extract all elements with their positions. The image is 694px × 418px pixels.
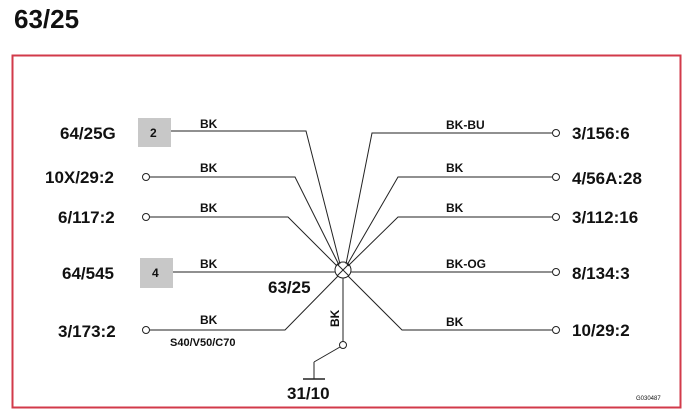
wire-color-label: BK xyxy=(446,315,464,329)
connector-label: 3/112:16 xyxy=(572,208,638,227)
pin-box xyxy=(140,258,173,288)
wire xyxy=(347,216,552,267)
wire xyxy=(149,216,338,267)
connector-label: 10/29:2 xyxy=(572,321,630,340)
terminal-circle xyxy=(552,129,560,137)
variant-note: S40/V50/C70 xyxy=(170,337,235,349)
ground-label: 31/10 xyxy=(287,384,330,403)
connector-label: 10X/29:2 xyxy=(45,168,114,187)
left-connection-4: 64/545 4 BK xyxy=(62,257,335,288)
right-connection-4: BK-OG 8/134:3 xyxy=(351,257,630,283)
left-connection-2: 10X/29:2 BK xyxy=(45,161,340,266)
ground-wire-color-label: BK xyxy=(328,309,342,327)
right-connection-3: BK 3/112:16 xyxy=(347,201,638,267)
connector-label: 3/156:6 xyxy=(572,124,630,143)
left-connection-3: 6/117:2 BK xyxy=(58,201,338,267)
wire xyxy=(149,275,339,331)
wire xyxy=(149,176,340,266)
wire xyxy=(347,275,552,331)
terminal-circle xyxy=(552,173,560,181)
connector-label: 64/25G xyxy=(60,124,116,143)
wire xyxy=(171,130,341,265)
right-connection-2: BK 4/56A:28 xyxy=(346,161,642,266)
wire xyxy=(346,176,552,266)
splice-node xyxy=(334,261,352,279)
connector-label: 4/56A:28 xyxy=(572,169,642,188)
wire xyxy=(345,132,552,265)
connector-label: 3/173:2 xyxy=(58,322,116,341)
splice-label: 63/25 xyxy=(268,278,311,297)
terminal-circle xyxy=(142,326,150,334)
terminal-circle xyxy=(142,173,150,181)
wire-color-label: BK xyxy=(200,161,218,175)
terminal-circle xyxy=(339,341,347,349)
connector-label: 64/545 xyxy=(62,264,114,283)
diagram-frame xyxy=(11,54,682,409)
wire-color-label: BK xyxy=(200,313,218,327)
terminal-circle xyxy=(552,268,560,276)
wire-color-label: BK xyxy=(200,117,218,131)
pin-number: 4 xyxy=(152,266,159,280)
connector-label: 6/117:2 xyxy=(58,208,115,227)
right-connection-1: BK-BU 3/156:6 xyxy=(345,118,630,265)
left-connection-5: 3/173:2 BK S40/V50/C70 xyxy=(58,275,339,349)
ground-connection: BK 31/10 xyxy=(287,278,347,403)
terminal-circle xyxy=(552,326,560,334)
right-connection-5: BK 10/29:2 xyxy=(347,275,630,340)
page-title: 63/25 xyxy=(14,4,80,34)
pin-number: 2 xyxy=(150,126,157,140)
wire-color-label: BK xyxy=(446,161,464,175)
ground-link xyxy=(313,346,341,363)
wire-color-label: BK xyxy=(200,201,218,215)
terminal-circle xyxy=(552,213,560,221)
wire-color-label: BK xyxy=(446,201,464,215)
terminal-circle xyxy=(142,213,150,221)
wire-color-label: BK xyxy=(200,257,218,271)
pin-box xyxy=(138,118,171,147)
left-connection-1: 64/25G 2 BK xyxy=(60,117,341,265)
connector-label: 8/134:3 xyxy=(572,264,630,283)
wire-color-label: BK-BU xyxy=(446,118,485,132)
wire-color-label: BK-OG xyxy=(446,257,486,271)
figure-code: G030487 xyxy=(636,396,661,402)
